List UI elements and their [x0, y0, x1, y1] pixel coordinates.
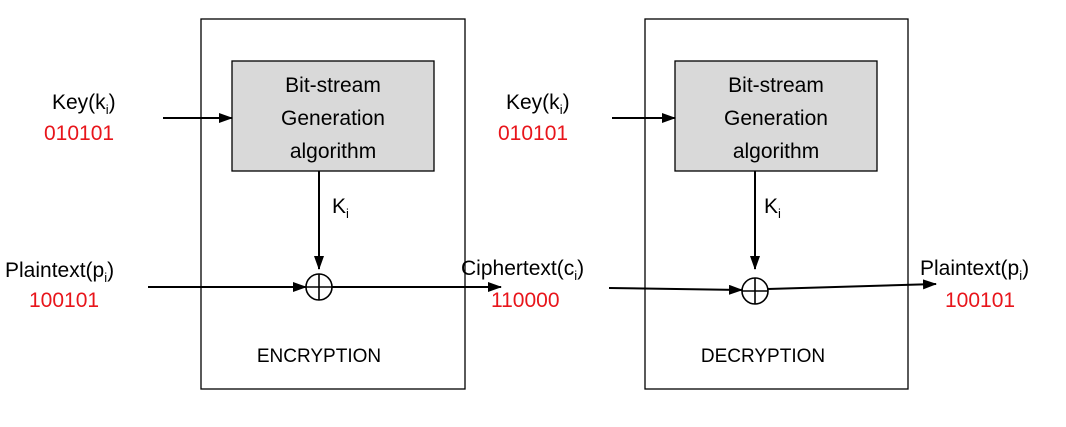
encryption-generator-line-2: Generation — [281, 107, 385, 130]
encryption-box — [200, 18, 466, 390]
decryption-output-arrow — [767, 279, 937, 290]
decryption-generator-line-2: Generation — [724, 107, 828, 130]
decryption-generator-box — [674, 60, 878, 172]
encryption-generator-line-3: algorithm — [290, 140, 376, 163]
encryption-output-label: Ciphertext(ci) — [461, 257, 584, 283]
decryption-keystream-label: Ki — [764, 195, 781, 221]
encryption-key-value: 010101 — [44, 122, 114, 145]
encryption-keystream-label: Ki — [332, 195, 349, 221]
decryption-input-arrow — [608, 284, 743, 295]
encryption-key-label: Key(ki) — [52, 91, 116, 117]
encryption-stage-label: ENCRYPTION — [257, 346, 381, 367]
decryption-stage-label: DECRYPTION — [701, 346, 825, 367]
encryption-input-value: 100101 — [29, 289, 99, 312]
encryption-xor-icon — [305, 273, 333, 301]
decryption-box — [644, 18, 909, 390]
decryption-generator-line-3: algorithm — [733, 140, 819, 163]
decryption-key-value: 010101 — [498, 122, 568, 145]
encryption-generator-line-1: Bit-stream — [285, 74, 381, 97]
decryption-output-label: Plaintext(pi) — [920, 257, 1029, 283]
decryption-key-label: Key(ki) — [506, 91, 570, 117]
decryption-xor-icon — [741, 277, 769, 305]
encryption-output-value: 110000 — [491, 289, 560, 312]
encryption-generator-box — [231, 60, 435, 172]
decryption-generator-line-1: Bit-stream — [728, 74, 824, 97]
encryption-input-label: Plaintext(pi) — [5, 259, 114, 285]
decryption-output-value: 100101 — [945, 289, 1015, 312]
